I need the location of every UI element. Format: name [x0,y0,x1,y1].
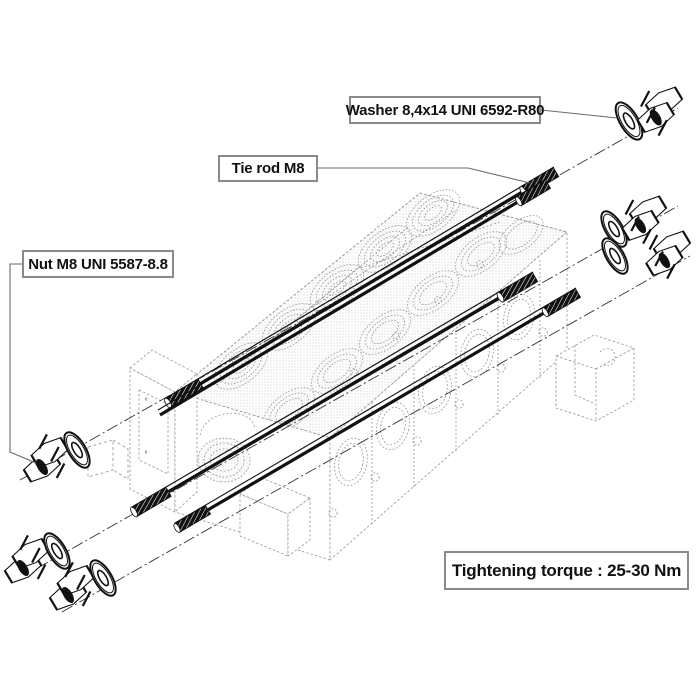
hardware-group-left-mid [22,431,91,483]
washer [601,237,629,275]
nut [22,433,69,483]
manifold-top-face [174,192,568,439]
manifold-left-hidden-boss [87,439,129,480]
tie-rod-3-thread-right [496,271,539,303]
hardware-group-bottom-left-1 [3,532,71,584]
tie-rod-2-thread-right [515,179,552,207]
callout-washer-label: Washer 8,4x14 UNI 6592-R80 [346,96,544,124]
tie-rod-2 [157,178,552,417]
centerline-rod-1 [19,107,679,481]
tie-rod-3-thread-left [130,486,172,518]
tie-rod-1 [164,166,560,409]
callout-nut-label: Nut M8 UNI 5587-8.8 [22,250,174,278]
centerline-rod-2 [19,205,679,579]
centerline-rod-3 [61,255,691,613]
tie-rods [130,166,582,533]
washer [600,210,628,248]
tie-rod-4-thread-right [541,288,582,318]
hardware-group-right-mid-2 [601,230,692,280]
washer [89,559,117,597]
manifold-left-bracket [239,477,311,557]
nut [621,195,668,245]
nut [645,230,692,280]
callout-tie-rod-label: Tie rod M8 [218,155,318,182]
hardware-group-top-right [614,86,684,141]
manifold-right-bracket [555,334,635,422]
washer [63,431,91,469]
washer [614,101,644,141]
hardware-group-right-mid-1 [600,195,668,248]
leader-nut [9,263,37,464]
leader-lines [9,109,618,464]
washer [43,532,71,570]
assembly-centerlines [19,107,691,613]
tie-rod-3 [130,271,539,518]
tie-rod-4 [173,287,582,533]
manifold-left-end-plate [129,349,198,513]
manifold-block [87,189,635,561]
hardware-group-bottom-left-2 [48,559,117,611]
callout-tightening-torque: Tightening torque : 25-30 Nm [444,551,689,590]
leader-tie-rod [318,167,531,184]
nut [48,561,95,611]
leader-washer [540,109,618,119]
tie-rod-4-thread-left [173,504,212,533]
manifold-front-sections [328,258,548,524]
nut [636,86,684,137]
